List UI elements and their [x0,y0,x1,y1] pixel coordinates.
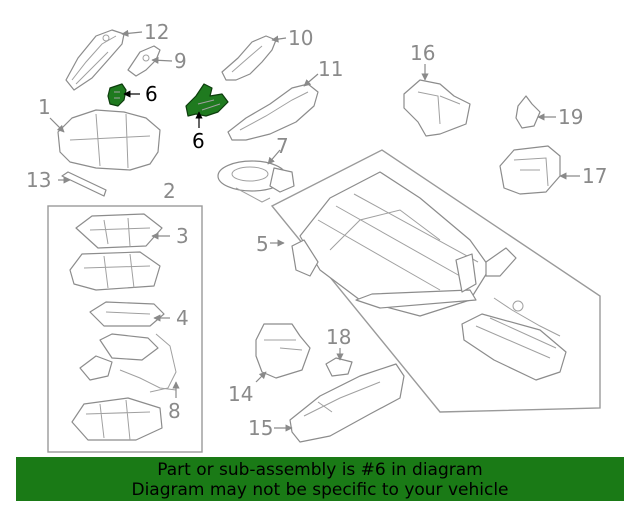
part-14-housing [255,323,311,379]
callout-16: 16 [410,41,435,65]
callout-12: 12 [144,20,169,44]
callout-18: 18 [326,325,351,349]
callout-9: 9 [174,49,187,73]
callout-17: 17 [582,164,607,188]
part-18-switch [325,357,353,377]
part-2-assembly-box [47,205,203,453]
callout-10: 10 [288,26,313,50]
callout-3: 3 [176,224,189,248]
callout-15: 15 [248,416,273,440]
leader-lines [49,29,580,432]
info-banner: Part or sub-assembly is #6 in diagram Di… [16,457,624,501]
part-11-side-shield [227,83,319,141]
part-1-cushion [57,109,161,171]
part-19-clip [515,95,541,129]
part-17-housing [499,145,561,195]
part-2-components [69,213,177,441]
part-13-strip [61,171,107,197]
part-15-side-trim [289,363,405,443]
part-6-bracket-large [185,83,229,117]
part-5-frame-box [270,149,601,413]
callout-8: 8 [168,399,181,423]
callout-7: 7 [276,134,289,158]
callout-6-small: 6 [145,82,158,106]
part-12-back-panel [65,29,125,91]
parts-diagram: 1 2 3 4 5 6 6 7 8 9 10 11 12 13 14 15 16… [26,20,607,453]
callout-1: 1 [38,95,51,119]
callout-13: 13 [26,168,51,192]
callout-19: 19 [558,105,583,129]
callout-5: 5 [256,232,269,256]
callout-2: 2 [163,179,176,203]
callout-4: 4 [176,306,189,330]
part-7-motor [217,160,295,203]
banner-line-1: Part or sub-assembly is #6 in diagram [157,460,483,480]
part-16-bracket [403,79,471,137]
banner-line-2: Diagram may not be specific to your vehi… [131,480,509,500]
part-6-bracket-small [107,83,127,107]
part-10-handle [221,35,277,81]
callout-11: 11 [318,57,343,81]
callout-14: 14 [228,382,253,406]
part-9-lever [127,45,161,77]
callout-6-large: 6 [192,129,205,153]
part-5-frame [291,171,567,381]
